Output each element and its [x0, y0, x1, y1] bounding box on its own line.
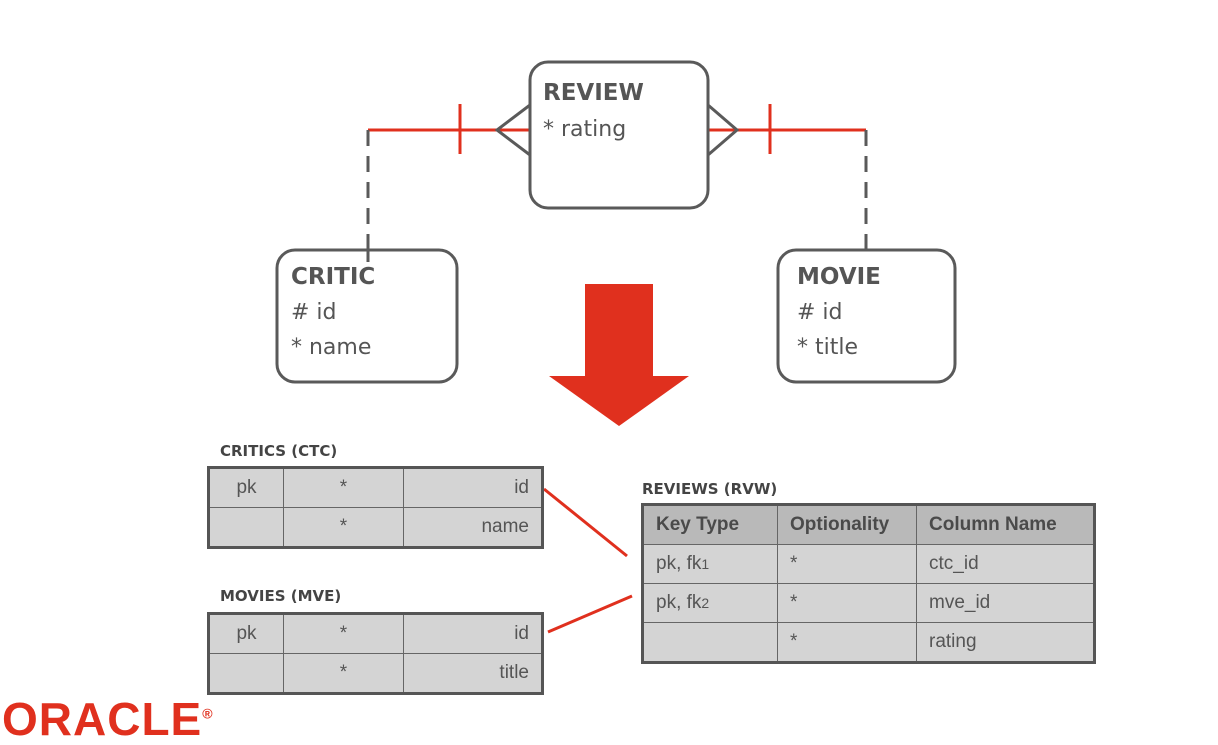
key-type-sub: 1: [701, 556, 710, 572]
table-row: * rating: [642, 622, 1095, 663]
critic-review-relationship: [366, 103, 531, 262]
header-column-name: Column Name: [916, 504, 1095, 545]
column-name-cell: id: [403, 467, 543, 508]
entity-movie-attr: # id: [797, 300, 843, 325]
entity-critic-attr: # id: [291, 300, 337, 325]
table-row: pk, fk1 * ctc_id: [642, 544, 1095, 584]
table-row: * name: [208, 507, 543, 548]
reviews-table-label: REVIEWS (RVW): [642, 480, 778, 498]
optionality-cell: *: [283, 653, 404, 694]
entity-movie-title: MOVIE: [797, 264, 881, 290]
critics-table-label: CRITICS (CTC): [220, 442, 338, 460]
movies-table-label: MOVIES (MVE): [220, 587, 342, 605]
entity-critic: CRITIC # id * name: [275, 248, 459, 384]
key-type-sub: 2: [701, 595, 710, 611]
key-type-text: pk, fk: [656, 553, 702, 574]
review-right-crowsfoot: [707, 103, 740, 157]
header-key-type: Key Type: [642, 504, 778, 545]
column-name-cell: name: [403, 507, 543, 548]
key-type-cell: pk: [208, 613, 284, 654]
down-arrow-icon: [549, 284, 689, 426]
column-name-cell: title: [403, 653, 543, 694]
key-type-cell: pk: [208, 467, 284, 508]
key-type-text: pk, fk: [656, 592, 702, 613]
movie-review-relationship: [707, 103, 868, 262]
table-row: pk * id: [208, 467, 543, 508]
entity-review: REVIEW * rating: [528, 60, 710, 210]
key-type-cell: [642, 622, 778, 663]
reviews-table: Key Type Optionality Column Name pk, fk1…: [641, 503, 1096, 664]
table-row: pk, fk2 * mve_id: [642, 583, 1095, 623]
optionality-cell: *: [283, 467, 404, 508]
critics-reviews-connector: [543, 487, 628, 558]
column-name-cell: rating: [916, 622, 1095, 663]
key-type-cell: [208, 653, 284, 694]
table-row: pk * id: [208, 613, 543, 654]
optionality-cell: *: [777, 544, 917, 584]
critics-table: pk * id * name: [207, 466, 544, 549]
header-optionality: Optionality: [777, 504, 917, 545]
movies-table: pk * id * title: [207, 612, 544, 695]
column-name-cell: ctc_id: [916, 544, 1095, 584]
optionality-cell: *: [777, 583, 917, 623]
entity-review-title: REVIEW: [543, 80, 644, 106]
key-type-cell: [208, 507, 284, 548]
entity-critic-attr: * name: [291, 335, 371, 360]
oracle-logo: ORACLE®: [2, 696, 214, 742]
entity-review-attr: * rating: [543, 117, 626, 142]
optionality-cell: *: [777, 622, 917, 663]
logo-text: ORACLE: [2, 693, 203, 745]
optionality-cell: *: [283, 613, 404, 654]
key-type-cell: pk, fk1: [642, 544, 778, 584]
key-type-cell: pk, fk2: [642, 583, 778, 623]
entity-critic-title: CRITIC: [291, 264, 375, 290]
column-name-cell: mve_id: [916, 583, 1095, 623]
table-header-row: Key Type Optionality Column Name: [642, 504, 1095, 545]
review-left-crowsfoot: [494, 103, 531, 157]
movies-reviews-connector: [547, 594, 633, 634]
optionality-cell: *: [283, 507, 404, 548]
column-name-cell: id: [403, 613, 543, 654]
entity-movie: MOVIE # id * title: [776, 248, 957, 384]
entity-movie-attr: * title: [797, 335, 858, 360]
table-row: * title: [208, 653, 543, 694]
registered-mark: ®: [202, 705, 214, 722]
